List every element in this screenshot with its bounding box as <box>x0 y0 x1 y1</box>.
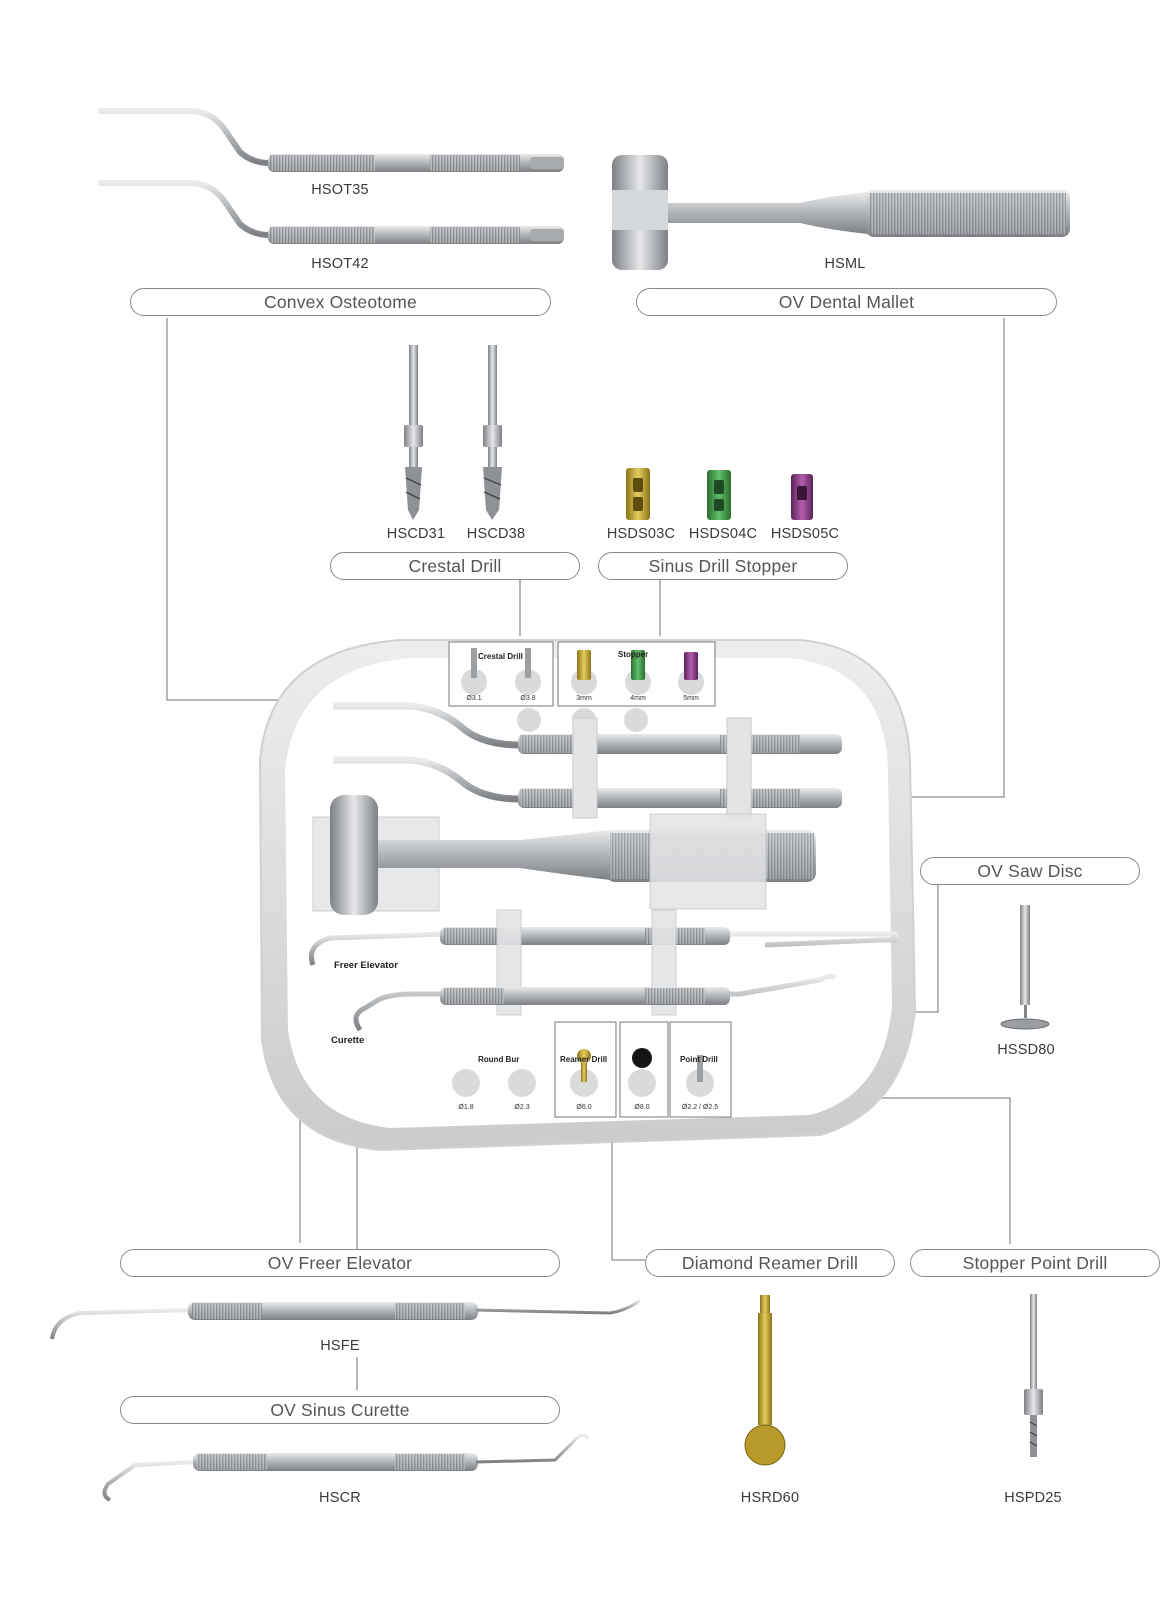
osteotome-hsot42-image <box>98 180 564 244</box>
sinus-curette-hscr-image <box>102 1433 590 1502</box>
saw-disc-label: OV Saw Disc <box>920 857 1140 885</box>
code-hsml: HSML <box>824 256 866 272</box>
code-hsot35: HSOT35 <box>311 182 369 198</box>
point-drill-hspd25-image <box>1024 1294 1043 1457</box>
freer-elevator-hsfe-image <box>50 1298 641 1340</box>
code-hsds03c: HSDS03C <box>606 526 676 542</box>
sinus-drill-stopper-label: Sinus Drill Stopper <box>598 552 848 580</box>
tray-size-3mm: 3mm <box>576 695 592 702</box>
tray-crestal-drill-label: Crestal Drill <box>478 652 523 661</box>
stopper-hsds04c-image <box>707 470 731 520</box>
saw-disc-hssd80-image <box>1000 905 1050 1030</box>
crestal-drill-hscd38-image <box>483 345 502 520</box>
tray-size-cd38: Ø3.8 <box>520 695 536 702</box>
code-hsfe: HSFE <box>320 1338 360 1354</box>
code-hsot42: HSOT42 <box>311 256 369 272</box>
code-hssd80: HSSD80 <box>997 1042 1055 1058</box>
tray-size-pd: Ø2.2 / Ø2.5 <box>681 1104 719 1111</box>
crestal-drill-label: Crestal Drill <box>330 552 580 580</box>
osteotome-hsot35-image <box>98 108 564 172</box>
dental-mallet-label: OV Dental Mallet <box>636 288 1057 316</box>
sinus-curette-label: OV Sinus Curette <box>120 1396 560 1424</box>
reamer-drill-hsrd60-image <box>744 1295 786 1466</box>
tray-size-cd31: Ø3.1 <box>466 695 482 702</box>
tray-size-rb18: Ø1.8 <box>458 1104 474 1111</box>
tray-size-sd80: Ø8.0 <box>634 1104 650 1111</box>
diamond-reamer-drill-label: Diamond Reamer Drill <box>645 1249 895 1277</box>
stopper-hsds05c-image <box>791 474 813 520</box>
tray-size-rd60: Ø6.0 <box>576 1104 592 1111</box>
tray-point-drill-label: Point Drill <box>680 1055 718 1064</box>
code-hsds05c: HSDS05C <box>770 526 840 542</box>
stopper-point-drill-label: Stopper Point Drill <box>910 1249 1160 1277</box>
tray-size-4mm: 4mm <box>630 695 646 702</box>
tray-size-5mm: 5mm <box>683 695 699 702</box>
code-hscd31: HSCD31 <box>386 526 446 542</box>
code-hscr: HSCR <box>319 1490 361 1506</box>
convex-osteotome-label: Convex Osteotome <box>130 288 551 316</box>
tray-curette-label: Curette <box>331 1035 365 1046</box>
tray-freer-elevator-label: Freer Elevator <box>334 960 398 971</box>
mallet-hsml-image <box>612 155 1070 270</box>
code-hsrd60: HSRD60 <box>740 1490 800 1506</box>
crestal-drill-hscd31-image <box>404 345 423 520</box>
code-hscd38: HSCD38 <box>466 526 526 542</box>
stopper-hsds03c-image <box>626 468 650 520</box>
surgical-tray-image <box>258 639 917 1152</box>
code-hspd25: HSPD25 <box>1004 1490 1062 1506</box>
tray-stopper-label: Stopper <box>618 650 649 659</box>
tray-round-bur-label: Round Bur <box>478 1055 520 1064</box>
code-hsds04c: HSDS04C <box>688 526 758 542</box>
tray-reamer-drill-label: Reamer Drill <box>560 1055 608 1064</box>
freer-elevator-label: OV Freer Elevator <box>120 1249 560 1277</box>
tray-size-rb23: Ø2.3 <box>514 1104 530 1111</box>
